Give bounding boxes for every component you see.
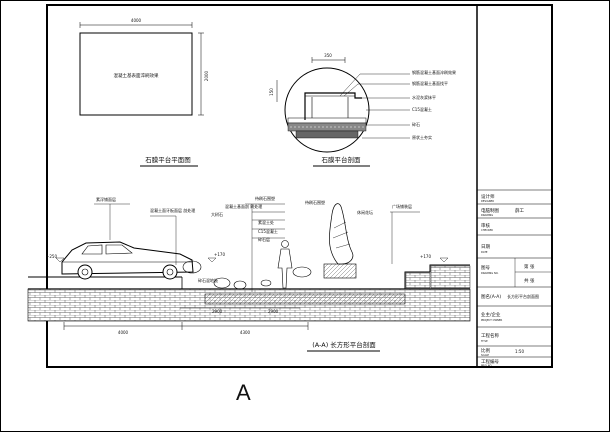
label-shrub: 大树石: [211, 211, 223, 217]
block-stone: [182, 260, 312, 290]
tb-drawing: 电脑制图: [481, 207, 499, 214]
tb-scale-sub: SCALE: [481, 353, 489, 357]
right-level-dim: +170: [420, 254, 431, 259]
tb-drawing-sub: DRAWING: [481, 213, 493, 217]
section-layer-3: 水泥灰浆抹平: [412, 94, 436, 100]
sheet-letter: A: [236, 380, 251, 405]
sculpture-drawing: [323, 203, 357, 279]
platform-elevation: 素浮铺面层 混凝土面牙板面层 剖处理 +250 +170 碎石混地板 混凝土基面…: [27, 195, 471, 352]
label-c15: C15混凝土: [258, 228, 278, 234]
tb-project-sub: TITLE: [481, 339, 488, 343]
tb-project: 工程名称: [481, 332, 499, 339]
tb-date-sub: DATE: [481, 250, 488, 254]
tb-owner: 业主/企业: [481, 311, 501, 318]
plan-width-dim: 4000: [131, 18, 142, 23]
bottom-dim-mid: 4300: [240, 330, 251, 335]
mid-level-dim: +170: [214, 252, 225, 257]
drawing-frame: [46, 4, 553, 368]
tb-checker: 审核: [481, 222, 490, 229]
platform-plan: 4000 2000 混凝土基表面淬刷效果 石膜平台平面图: [79, 18, 209, 167]
plan-height-dim: 2000: [204, 70, 209, 81]
label-sculpt-base: 待刷石围塑: [255, 195, 275, 201]
tb-designer-sub: DESIGNER: [481, 199, 494, 203]
tb-proj-no-sub: PROJ NO.: [481, 364, 492, 368]
plan-inner-label: 混凝土基表面淬刷效果: [114, 72, 159, 79]
bottom-dim-left: 4000: [118, 330, 129, 335]
label-paving1: 混凝土基面剖 刷处理: [225, 203, 262, 209]
label-seat: 休闲花坛: [357, 209, 373, 215]
tb-owner-sub: PROJECT OWNER: [481, 318, 502, 322]
tb-checker-sub: CHECKER: [481, 228, 493, 232]
plan-title: 石膜平台平面图: [145, 155, 191, 164]
label-pavement: 素浮铺面层: [96, 196, 116, 202]
label-gravel: 碎石层: [258, 236, 270, 242]
label-concrete-top: 混凝土面牙板面层 剖处理: [150, 207, 195, 213]
section-layer-2: 钢筋混凝土基面找平: [412, 80, 448, 86]
label-block: 碎石混地板: [198, 277, 218, 283]
label-sculpt-top: 待刷石围塑: [305, 199, 325, 205]
car-drawing: [61, 241, 194, 280]
tb-drawing-no-sub: DRAWING NO.: [481, 271, 499, 275]
tb-drawing-value: 薛工: [515, 207, 524, 214]
tb-sheet-no: 第 张: [524, 263, 535, 270]
tb-title-value: 长方形平台剖面图: [507, 293, 539, 299]
tb-scale-value: 1:50: [515, 349, 524, 354]
section-layer-4: C15混凝土: [412, 106, 432, 112]
elevation-title: (A-A) 长方形平台剖面: [312, 340, 376, 349]
tb-title-label: 图名(A-A): [481, 293, 501, 300]
section-layer-1: 钢筋混凝土基面淬刷效果: [412, 69, 456, 75]
tb-scale: 比例: [481, 347, 490, 354]
tb-sheet-total: 共 张: [524, 277, 535, 284]
person-figure: [277, 240, 293, 289]
tb-designer: 设计师: [481, 193, 495, 200]
sub-dim-1: 2900: [212, 309, 223, 314]
section-side-dim: 150: [269, 88, 274, 96]
platform-slab: [204, 293, 406, 305]
title-block: 设计师 DESIGNER 电脑制图 DRAWING 薛工 审核 CHECKER …: [477, 189, 552, 368]
section-title: 石膜平台剖面: [322, 155, 362, 164]
label-lawn: 广场铺装层: [392, 203, 412, 209]
section-top-dim: 350: [324, 53, 332, 58]
tb-drawing-no: 图号: [481, 265, 490, 271]
label-mix: 素混土处: [258, 219, 274, 225]
section-layer-6: 原状土夯实: [412, 134, 432, 140]
tb-proj-no: 工程编号: [481, 358, 499, 365]
sub-dim-2: 2900: [268, 309, 279, 314]
platform-section-detail: 350 150 钢筋混凝土基面淬刷效果 钢筋混凝土基面找平 水泥灰浆抹平 C15…: [269, 53, 456, 167]
section-layer-5: 碎石: [412, 121, 420, 127]
left-level-dim: +250: [46, 254, 57, 259]
tb-date: 日期: [481, 244, 490, 250]
